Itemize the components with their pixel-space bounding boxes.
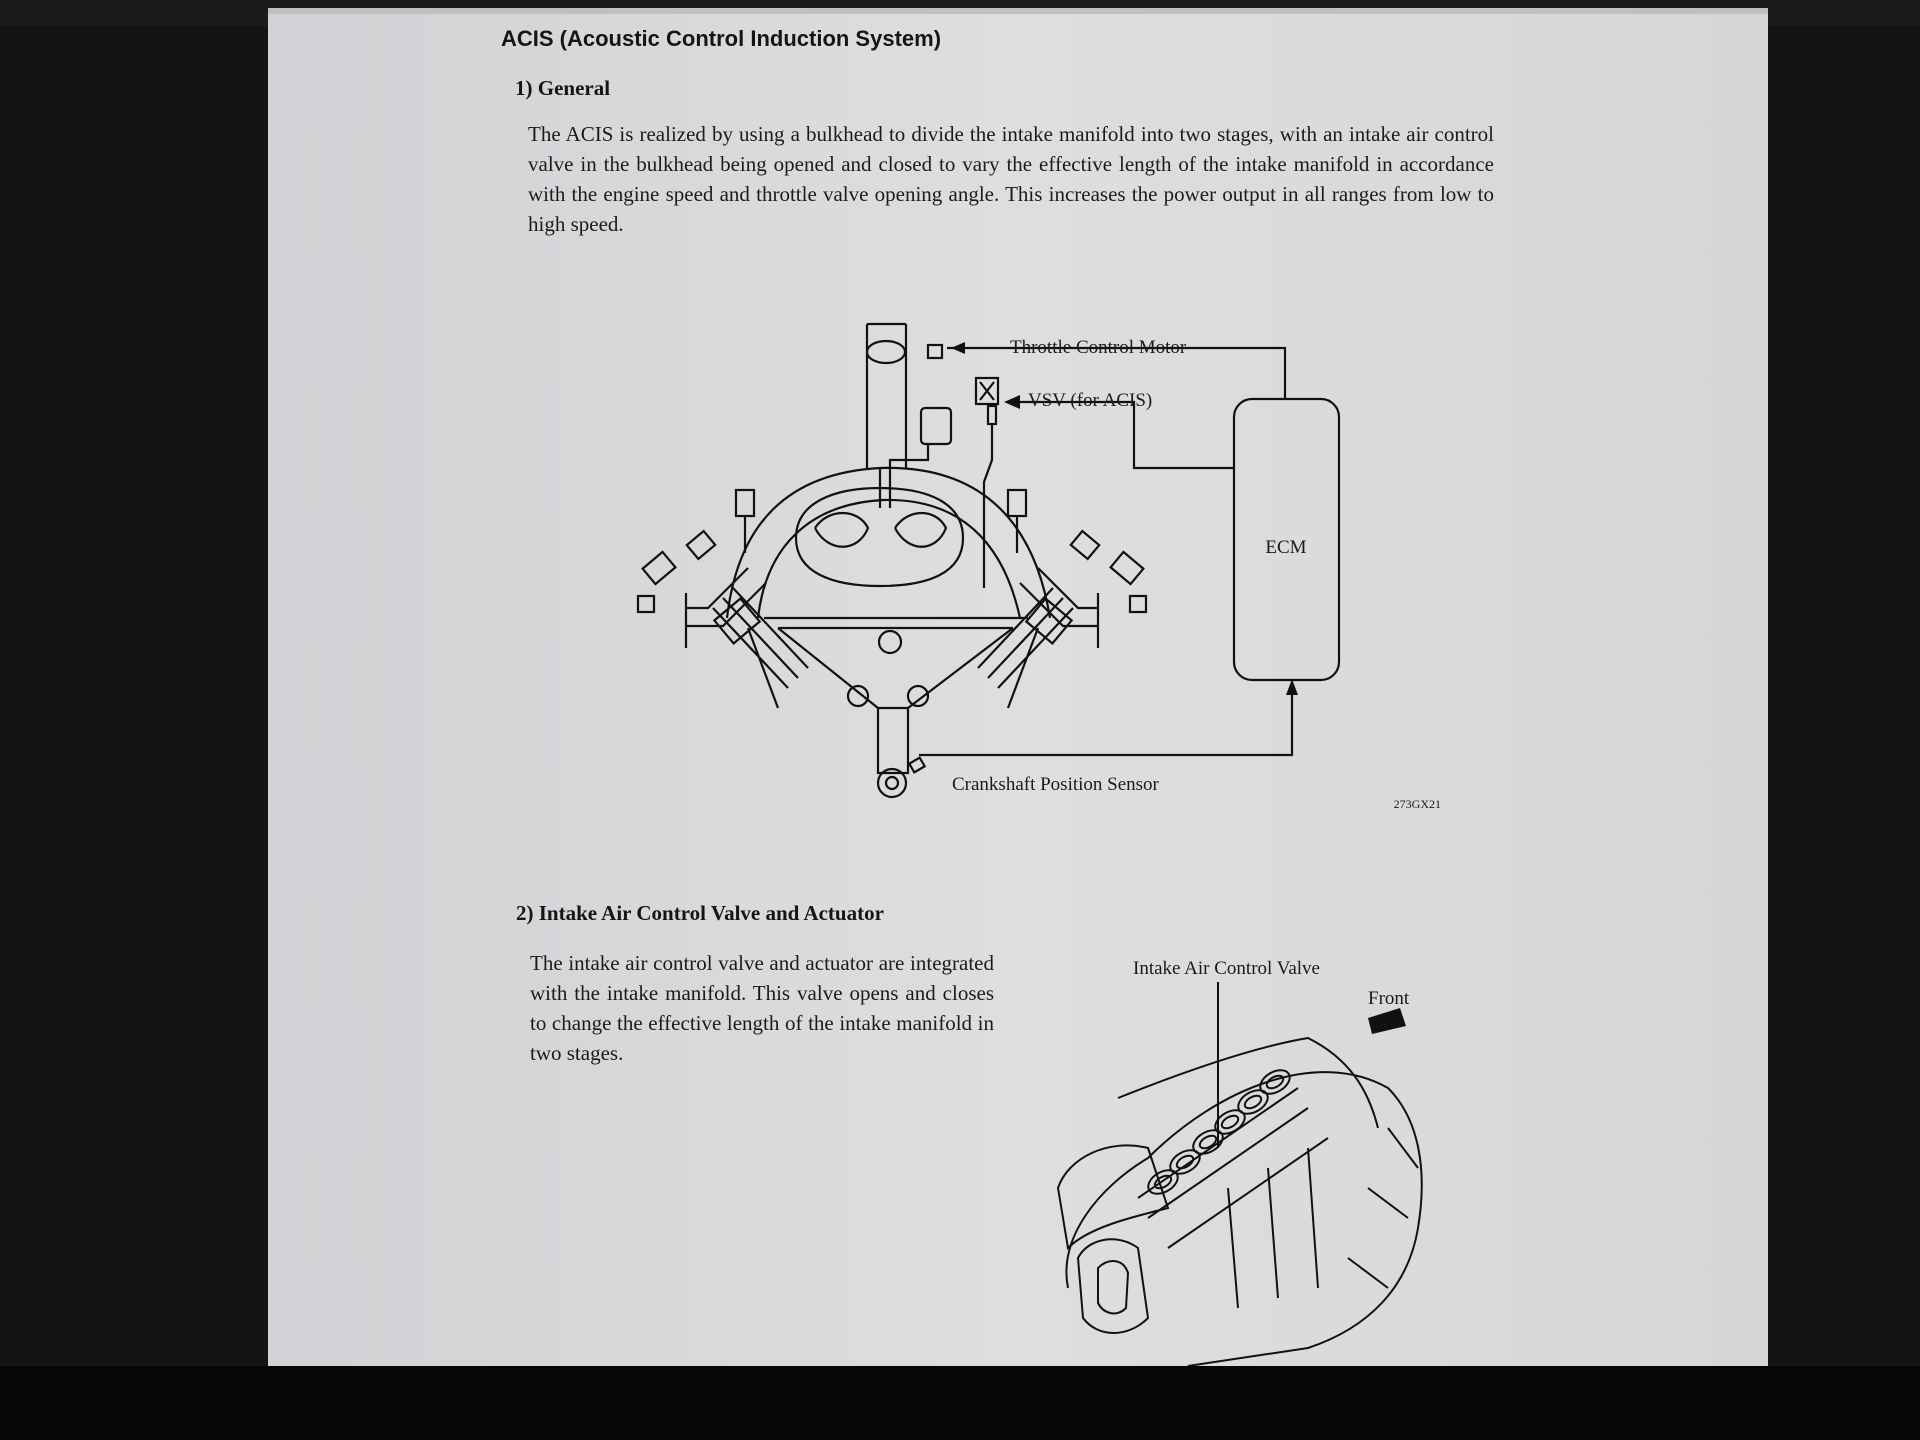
ecm-box [1232, 397, 1341, 682]
crank-signal-line [919, 686, 1294, 757]
intake-air-control-valve-label: Intake Air Control Valve [1133, 958, 1320, 979]
throttle-signal-line [947, 346, 1287, 399]
front-label: Front [1368, 988, 1410, 1009]
document-page[interactable]: ACIS (Acoustic Control Induction System)… [268, 8, 1768, 1366]
page-heading: ACIS (Acoustic Control Induction System) [501, 26, 942, 51]
crankshaft-position-sensor [907, 756, 927, 774]
throttle-control-motor-label: Throttle Control Motor [1010, 337, 1187, 358]
crankshaft-sensor-label: Crankshaft Position Sensor [952, 774, 1160, 795]
toolbar-strip [268, 8, 1768, 14]
intake-ports [1147, 1069, 1291, 1195]
monitor-bottom-bezel [0, 1366, 1920, 1440]
manifold-outline [1065, 1071, 1423, 1366]
front-arrow [1368, 1008, 1406, 1034]
intake-manifold-illustration: Intake Air Control Valve Front [1056, 958, 1423, 1366]
throttle-control-motor [926, 343, 944, 360]
section-valve-body: The intake air control valve and actuato… [530, 951, 994, 1065]
acis-actuator [919, 406, 953, 446]
throttle-valve [865, 339, 907, 365]
vsv-label: VSV (for ACIS) [1028, 390, 1152, 411]
vsv-signal-line [1016, 400, 1233, 470]
crankshaft-pulley [876, 767, 908, 799]
section-general-title: 1) General [515, 76, 611, 100]
section-general-body: The ACIS is realized by using a bulkhead… [528, 122, 1494, 236]
actuator-housing [1076, 1238, 1150, 1334]
acis-system-diagram: Throttle Control Motor VSV (for ACIS) EC… [636, 322, 1441, 811]
ecm-label: ECM [1265, 537, 1306, 558]
section-valve-title: 2) Intake Air Control Valve and Actuator [516, 901, 884, 925]
figure-code: 273GX21 [1394, 797, 1441, 811]
vsv-body [974, 376, 1000, 406]
